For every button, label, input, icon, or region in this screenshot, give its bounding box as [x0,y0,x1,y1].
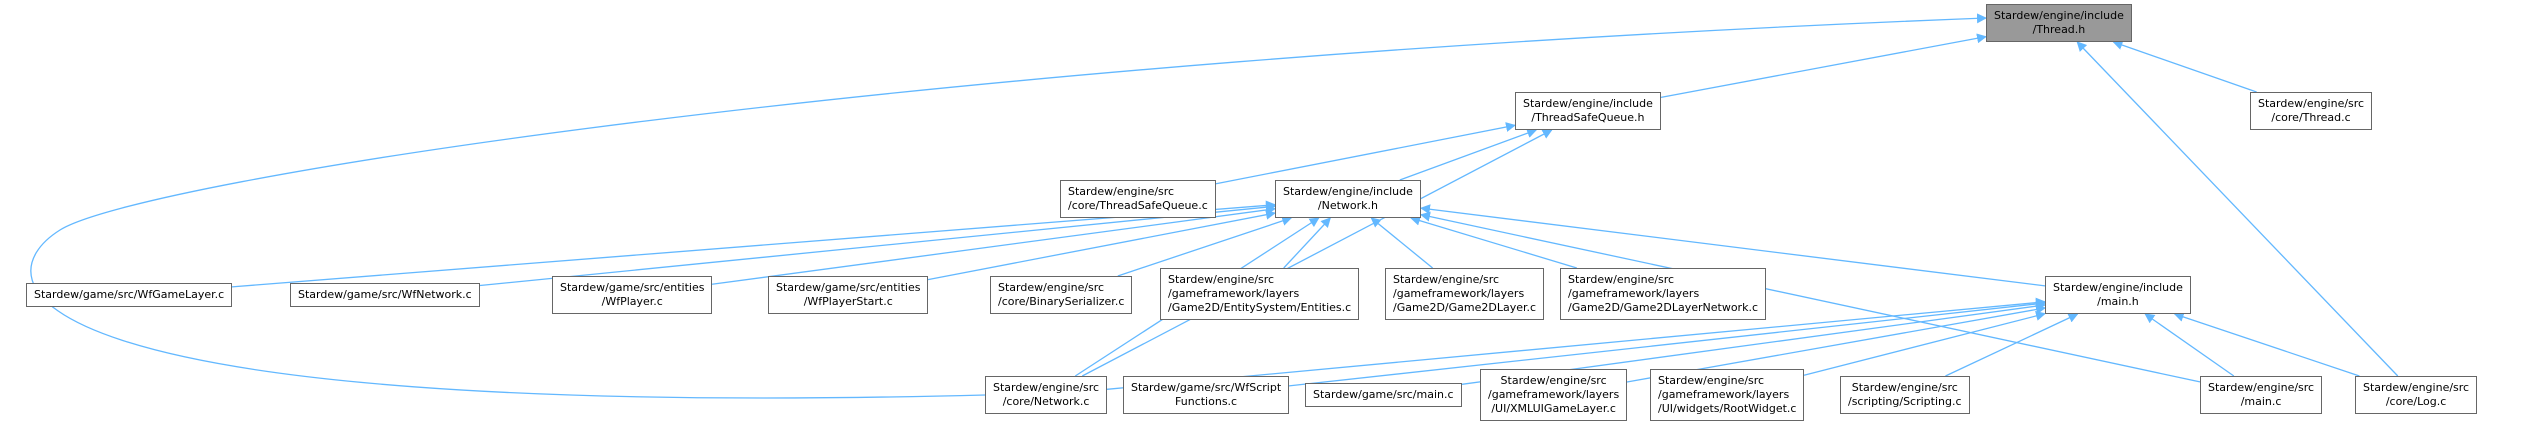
node-label-line: /gameframework/layers [1488,388,1620,401]
node-label-line: Stardew/engine/include [1283,185,1413,198]
node-xmluigamelayer-c[interactable]: Stardew/engine/src/gameframework/layers/… [1480,369,1628,421]
edge-wfplayer-to-network_h [711,205,1276,285]
edge-wfscriptfunctions-to-main_h [1288,299,2046,387]
node-label-line: /gameframework/layers [1568,287,1700,300]
node-label-line: /UI/widgets/RootWidget.c [1658,402,1797,415]
node-entities-c[interactable]: Stardew/engine/src/gameframework/layers/… [1160,268,1360,320]
node-label-line: Stardew/engine/include [1994,9,2124,22]
node-threadsafequeue-h[interactable]: Stardew/engine/include/ThreadSafeQueue.h [1515,92,1661,130]
edge-entities-to-network_h [1283,217,1331,269]
edge-tsq_c-to-tsq_h [1215,122,1516,185]
node-label-line: Stardew/engine/src [1168,273,1275,286]
edge-network_c-to-main_h [1106,297,2046,390]
node-label-line: Functions.c [1175,395,1238,408]
edge-engine_main_c-to-network_h [1420,211,2201,383]
edge-binaryserializer-to-network_h [1117,216,1293,277]
node-label-line: Stardew/game/src/WfScript [1131,381,1282,394]
edge-thread_c-to-thread_h [2112,40,2257,93]
node-label-line: Stardew/engine/src [2258,97,2365,110]
node-label-line: Stardew/engine/src [993,381,1100,394]
node-network-h[interactable]: Stardew/engine/include/Network.h [1275,180,1421,218]
node-label-line: Stardew/engine/src [2363,381,2470,394]
edge-tsq_h-to-thread_h [1660,33,1987,98]
node-label-line: /UI/XMLUIGameLayer.c [1491,402,1616,415]
node-label-line: Stardew/engine/src [1658,374,1765,387]
node-wfgamelayer-c[interactable]: Stardew/game/src/WfGameLayer.c [26,283,233,307]
node-game-main-c[interactable]: Stardew/game/src/main.c [1305,383,1462,407]
node-label-line: /Network.h [1317,199,1378,212]
node-label-line: /WfPlayerStart.c [803,295,893,308]
node-label-line: /core/ThreadSafeQueue.c [1068,199,1208,212]
node-wfnetwork-c[interactable]: Stardew/game/src/WfNetwork.c [290,283,480,307]
node-label-line: /Game2D/Game2DLayerNetwork.c [1568,301,1758,314]
edge-network_c-to-thread_h [30,13,1987,399]
edge-wfplayerstart-to-network_h [927,209,1276,281]
node-wfplayerstart-c[interactable]: Stardew/game/src/entities/WfPlayerStart.… [768,276,929,314]
edge-log_c-to-main_h [2173,312,2360,377]
node-binaryserializer-c[interactable]: Stardew/engine/src/core/BinarySerializer… [990,276,1133,314]
node-label-line: /Game2D/Game2DLayer.c [1393,301,1537,314]
node-label-line: Stardew/game/src/entities [560,281,705,294]
node-label-line: Stardew/game/src/entities [776,281,921,294]
edge-wfnetwork-to-network_h [479,202,1276,287]
node-label-line: /Game2D/EntitySystem/Entities.c [1168,301,1352,314]
edge-scripting-to-main_h [1945,313,2079,377]
edge-game2dlayernetwork-to-network_h [1410,215,1577,269]
node-scripting-c[interactable]: Stardew/engine/src/scripting/Scripting.c [1840,376,1970,414]
edge-network_h-to-tsq_h [1399,128,1538,181]
node-label-line: /core/Log.c [2385,395,2447,408]
node-thread-h[interactable]: Stardew/engine/include/Thread.h [1986,4,2132,42]
edge-engine_main_c-to-main_h [2144,313,2235,377]
node-label-line: Stardew/engine/src [1500,374,1607,387]
node-label-line: Stardew/engine/include [1523,97,1653,110]
edge-network_c-to-tsq_h [1081,129,1553,377]
node-label-line: Stardew/engine/src [1568,273,1675,286]
node-network-c[interactable]: Stardew/engine/src/core/Network.c [985,376,1108,414]
edge-main_h-to-network_h [1420,204,2046,287]
node-label-line: Stardew/engine/src [1068,185,1175,198]
node-label-line: /ThreadSafeQueue.h [1531,111,1645,124]
node-label-line: /gameframework/layers [1658,388,1790,401]
node-label-line: Stardew/engine/src [1393,273,1500,286]
node-label-line: /main.h [2097,295,2139,308]
node-label-line: Stardew/engine/src [2208,381,2315,394]
node-label-line: /core/Thread.c [2271,111,2351,124]
node-game2dlayer-c[interactable]: Stardew/engine/src/gameframework/layers/… [1385,268,1545,320]
node-label-line: /Thread.h [2032,23,2086,36]
node-label-line: /main.c [2240,395,2282,408]
node-thread-c[interactable]: Stardew/engine/src/core/Thread.c [2250,92,2373,130]
node-log-c[interactable]: Stardew/engine/src/core/Log.c [2355,376,2478,414]
edge-log_c-to-thread_h [2076,41,2399,377]
node-label-line: Stardew/game/src/main.c [1313,388,1454,401]
edge-game2dlayer-to-network_h [1370,217,1434,269]
node-engine-main-c[interactable]: Stardew/engine/src/main.c [2200,376,2323,414]
node-label-line: /WfPlayer.c [601,295,663,308]
node-label-line: Stardew/engine/src [1851,381,1958,394]
node-label-line: /gameframework/layers [1168,287,1300,300]
node-label-line: /core/Network.c [1002,395,1090,408]
node-label-line: Stardew/engine/include [2053,281,2183,294]
node-threadsafequeue-c[interactable]: Stardew/engine/src/core/ThreadSafeQueue.… [1060,180,1216,218]
node-wfplayer-c[interactable]: Stardew/game/src/entities/WfPlayer.c [552,276,713,314]
node-main-h[interactable]: Stardew/engine/include/main.h [2045,276,2191,314]
edge-rootwidget-to-main_h [1803,311,2046,376]
node-label-line: Stardew/game/src/WfGameLayer.c [34,288,225,301]
node-label-line: Stardew/engine/src [998,281,1105,294]
node-rootwidget-c[interactable]: Stardew/engine/src/gameframework/layers/… [1650,369,1805,421]
edge-wfgamelayer-to-network_h [231,200,1276,288]
node-label-line: /gameframework/layers [1393,287,1525,300]
node-label-line: /scripting/Scripting.c [1848,395,1962,408]
node-label-line: /core/BinarySerializer.c [998,295,1125,308]
node-game2dlayernetwork-c[interactable]: Stardew/engine/src/gameframework/layers/… [1560,268,1766,320]
node-label-line: Stardew/game/src/WfNetwork.c [298,288,472,301]
